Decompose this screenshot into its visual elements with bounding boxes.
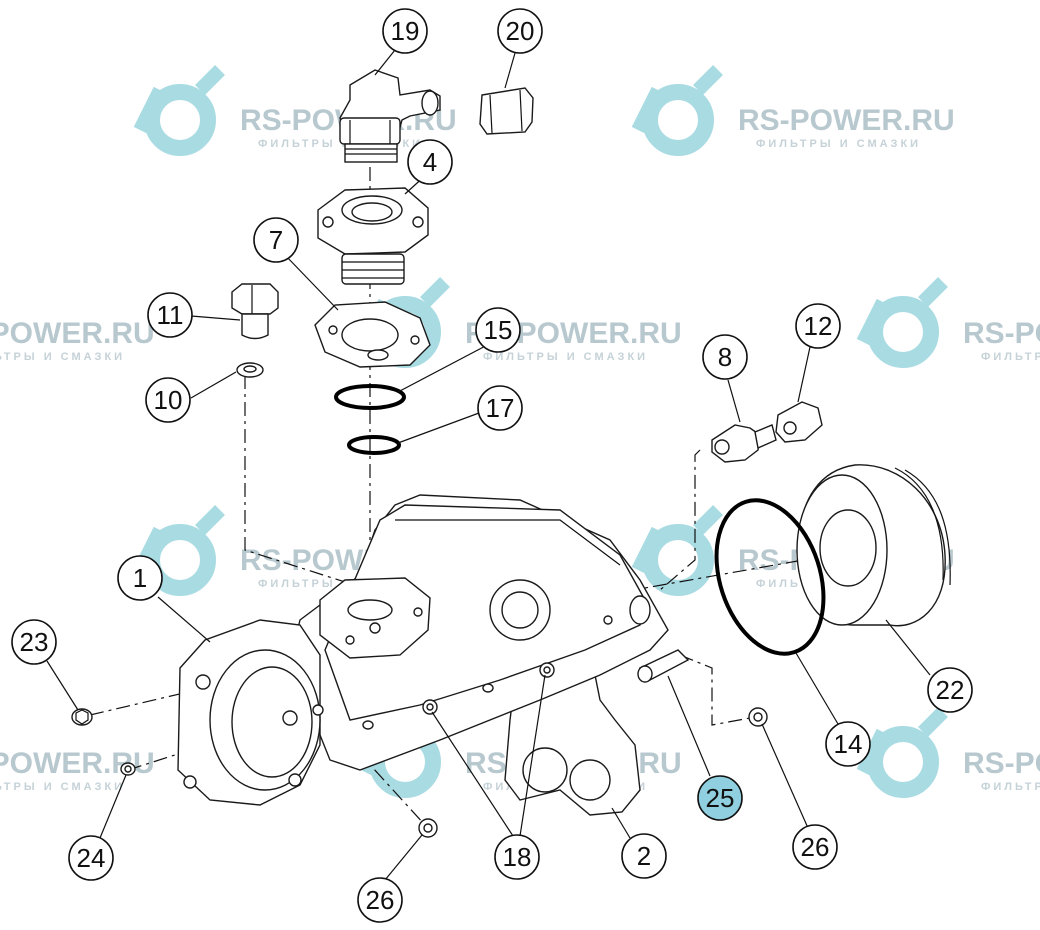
watermark-5: RS-POWER.RU ФИЛЬТРЫ И СМАЗКИ — [856, 277, 1040, 368]
callout-12: 12 — [795, 303, 841, 349]
watermark-brand: RS-POWER.RU — [738, 104, 955, 137]
watermark-tagline: ФИЛЬТРЫ И СМАЗКИ — [0, 351, 125, 363]
callout-8: 8 — [702, 334, 748, 380]
part-14-o-ring-large — [714, 498, 826, 656]
callout-2: 2 — [621, 833, 667, 879]
axis-plug-26-left — [319, 709, 426, 826]
axis-bolt-11 — [244, 375, 371, 591]
part-26-plug-right — [748, 707, 768, 727]
part-4-flange-adapter — [317, 187, 429, 285]
callout-4: 4 — [407, 139, 453, 185]
axis-plug-26-right — [679, 654, 751, 726]
callout-label: 20 — [506, 16, 535, 46]
part-26-plug-left — [418, 818, 438, 838]
watermark-brand: RS-POWER.RU — [0, 317, 155, 350]
callout-label: 25 — [706, 783, 735, 813]
watermark-tagline: ФИЛЬТРЫ И СМАЗКИ — [981, 351, 1040, 363]
part-25-pin — [637, 649, 690, 683]
brand-logo-icon — [133, 65, 225, 156]
watermark-10: RS-POWER.RU ФИЛЬТРЫ И СМАЗКИ — [856, 707, 1040, 798]
part-18-plug-b — [539, 662, 555, 678]
watermark-tagline: ФИЛЬТРЫ И СМАЗКИ — [0, 781, 125, 793]
part-24-screw — [120, 762, 136, 776]
callout-7: 7 — [253, 217, 299, 263]
leader-lines — [46, 49, 931, 881]
callout-label: 18 — [503, 842, 532, 872]
callout-label: 8 — [718, 342, 732, 372]
brand-logo-icon — [631, 65, 723, 156]
callout-26-right: 26 — [792, 824, 838, 870]
callout-label: 10 — [154, 385, 183, 415]
callout-24: 24 — [68, 835, 114, 881]
watermark-2: RS-POWER.RU ФИЛЬТРЫ И СМАЗКИ — [631, 65, 955, 156]
callout-23: 23 — [11, 619, 57, 665]
part-10-washer — [236, 362, 264, 378]
part-18-plug-a — [422, 699, 438, 715]
callout-label: 26 — [801, 832, 830, 862]
callout-label: 2 — [637, 841, 651, 871]
watermark-brand: RS-POWER.RU — [963, 747, 1040, 780]
brand-logo-icon — [631, 505, 723, 596]
callout-label: 7 — [269, 225, 283, 255]
watermark-3: RS-POWER.RU ФИЛЬТРЫ И СМАЗКИ — [0, 317, 155, 363]
callout-label: 19 — [391, 16, 420, 46]
callout-11: 11 — [147, 292, 193, 338]
callout-label: 4 — [423, 147, 437, 177]
part-11-bolt — [231, 283, 279, 340]
brand-logo-icon — [856, 707, 948, 798]
part-1-housing — [177, 494, 669, 806]
callout-15: 15 — [475, 307, 521, 353]
part-12-nut — [775, 401, 823, 443]
axis-fitting-8 — [659, 449, 701, 591]
callout-label: 24 — [77, 843, 106, 873]
callout-label: 14 — [834, 729, 863, 759]
callout-label: 12 — [804, 311, 833, 341]
callout-14: 14 — [825, 721, 871, 767]
part-23-screw — [71, 708, 93, 726]
watermark-tagline: ФИЛЬТРЫ И СМАЗКИ — [483, 351, 648, 363]
callout-20: 20 — [497, 8, 543, 54]
callout-1: 1 — [117, 555, 163, 601]
callout-10: 10 — [145, 377, 191, 423]
callout-26-left: 26 — [357, 877, 403, 923]
callout-label: 11 — [157, 300, 184, 330]
callout-label: 23 — [20, 627, 49, 657]
callout-19: 19 — [382, 8, 428, 54]
callout-label: 17 — [486, 393, 515, 423]
callout-label: 15 — [484, 315, 513, 345]
part-22-cover — [796, 464, 951, 627]
watermark-brand: RS-POWER.RU — [963, 317, 1040, 350]
callout-label: 26 — [366, 885, 395, 915]
axis-screw-23 — [89, 687, 206, 716]
callout-22: 22 — [927, 667, 973, 713]
callout-18: 18 — [494, 834, 540, 880]
part-8-fitting — [711, 424, 777, 463]
callout-25: 25 — [697, 775, 743, 821]
brand-logo-icon — [856, 277, 948, 368]
watermark-tagline: ФИЛЬТРЫ И СМАЗКИ — [756, 138, 921, 150]
callout-label: 22 — [936, 675, 965, 705]
callout-17: 17 — [477, 385, 523, 431]
part-15-o-ring — [334, 384, 406, 410]
part-17-o-ring — [347, 435, 401, 455]
part-7-gasket — [314, 301, 431, 368]
watermark-tagline: ФИЛЬТРЫ И СМАЗКИ — [981, 781, 1040, 793]
part-20-nut — [479, 87, 534, 135]
callout-label: 1 — [133, 563, 147, 593]
part-19-elbow-fitting — [339, 69, 441, 163]
